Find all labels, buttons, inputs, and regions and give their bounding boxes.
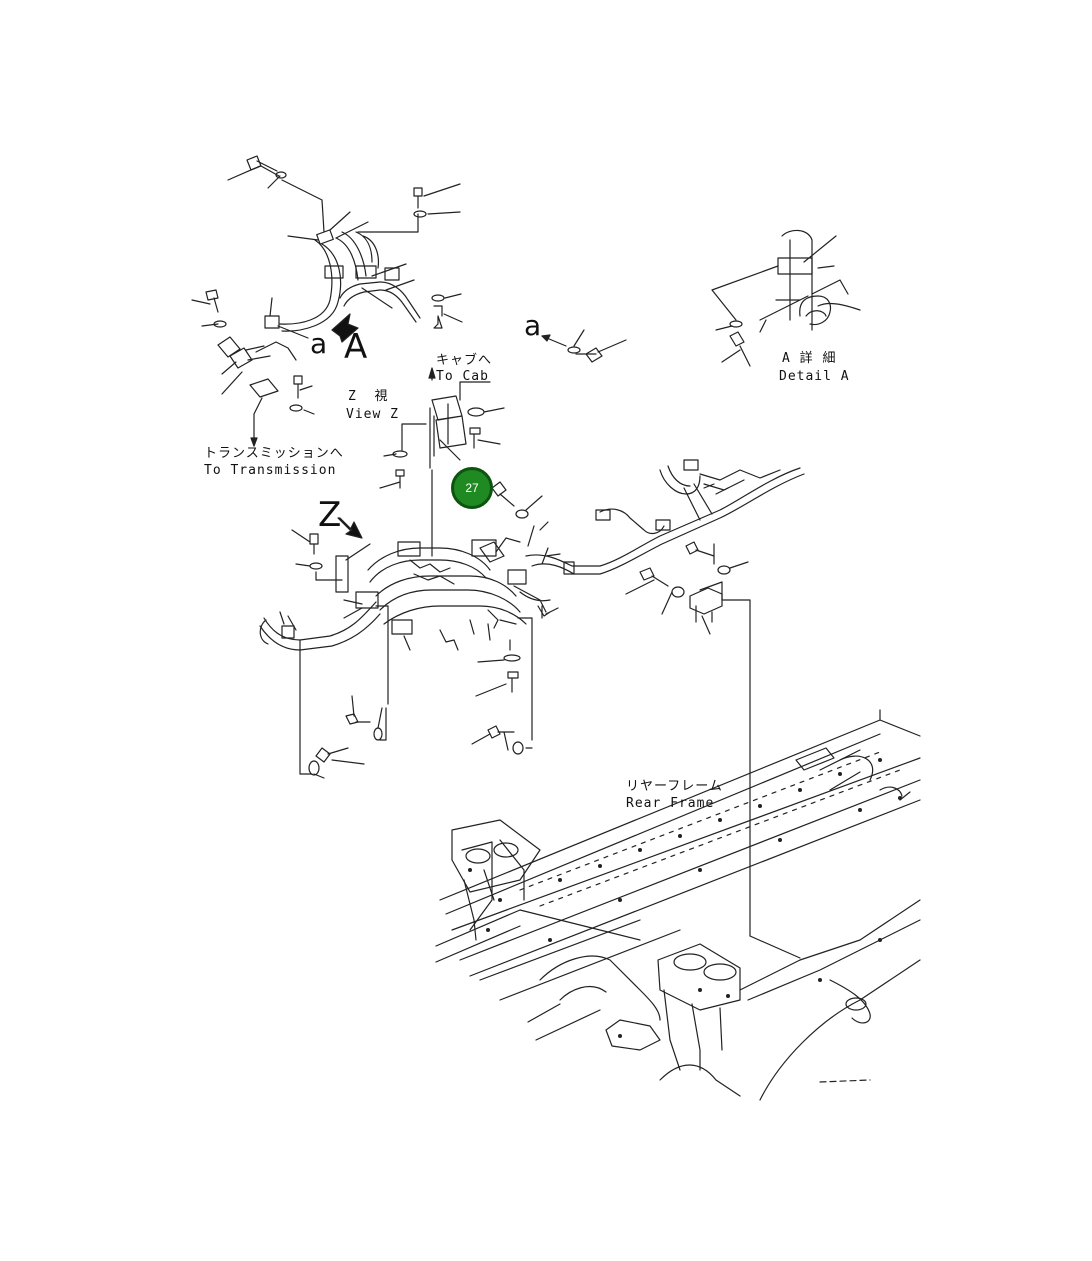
upper-harness-assembly	[191, 155, 463, 447]
detail-a-label-en: Detail A	[779, 369, 850, 384]
marker-a-small: a	[310, 327, 328, 360]
right-bolts-bracket	[625, 541, 751, 937]
view-z-label-jp: Z 視	[348, 389, 389, 404]
to-transmission-label-jp: トランスミッションへ	[204, 446, 344, 461]
to-cab-label-en: To Cab	[436, 369, 489, 384]
detail-a-label-jp: A 詳 細	[782, 351, 837, 366]
marker-a-bolt	[541, 329, 627, 363]
marker-a-right: a	[524, 309, 542, 342]
part-callout-27[interactable]: 27	[451, 467, 493, 509]
to-cab-label-jp: キャブへ	[436, 353, 493, 368]
marker-A-large: A	[344, 327, 368, 367]
rear-frame-label-jp: リヤーフレーム	[626, 779, 723, 794]
to-transmission-label-en: To Transmission	[204, 463, 337, 478]
detail-a-figure	[711, 229, 861, 367]
rear-frame	[435, 709, 921, 1101]
view-z-label-en: View Z	[346, 407, 399, 422]
view-z-bracket	[379, 367, 505, 489]
lower-bolts	[299, 695, 533, 779]
marker-z: Z	[318, 495, 342, 535]
rear-frame-label-en: Rear Frame	[626, 796, 715, 811]
central-harness	[259, 459, 805, 761]
